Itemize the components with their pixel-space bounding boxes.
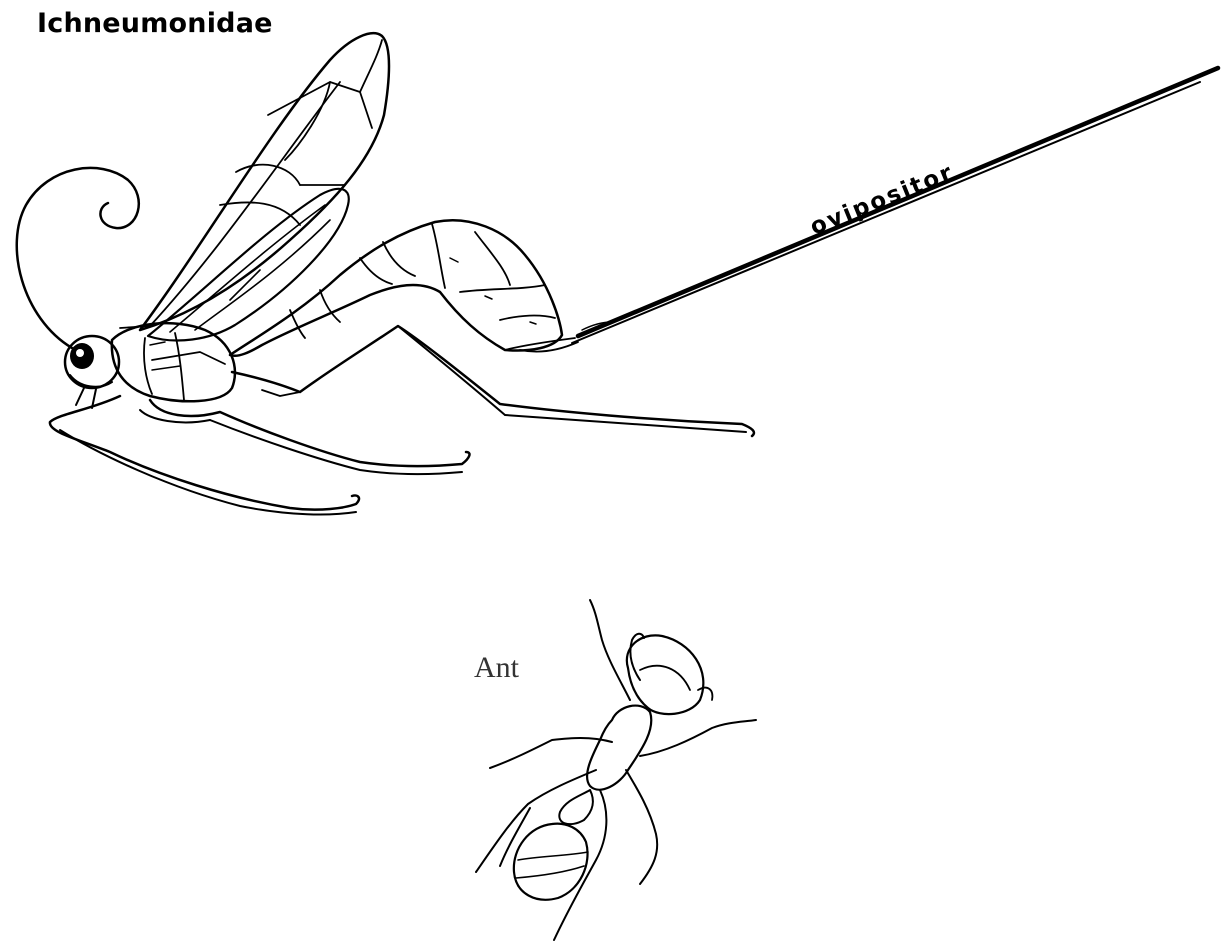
ant-gaster <box>514 824 588 900</box>
ant-label: Ant <box>474 651 519 685</box>
ant-head <box>627 635 704 714</box>
forewing <box>140 33 389 330</box>
ant-petiole <box>559 790 593 824</box>
antenna <box>17 168 139 348</box>
ovipositor-label: ovipositor <box>807 159 958 240</box>
legs <box>50 326 754 514</box>
ichneumon-wasp: ovipositor <box>17 33 1218 514</box>
ant-thorax <box>587 706 651 790</box>
ant-antenna-left <box>590 600 630 700</box>
abdomen <box>230 220 578 356</box>
